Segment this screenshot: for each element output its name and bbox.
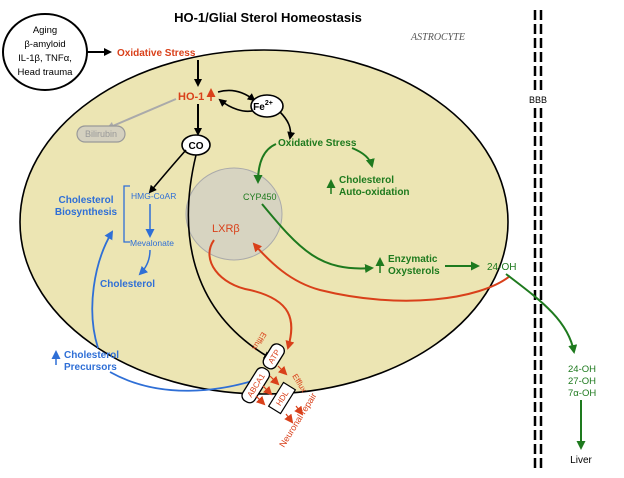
fe-circle <box>250 94 284 118</box>
oxidative-stress-mid: Oxidative Stress <box>278 138 357 149</box>
arrow-ho1-to-bilirubin <box>106 98 177 130</box>
autoox-line1: Cholesterol <box>339 175 394 186</box>
liver-oxysterol-24oh: 24-OH <box>568 364 596 375</box>
arrow-ho1-to-fe <box>217 89 256 102</box>
oxysterols-line2: Oxysterols <box>388 266 440 277</box>
arrow-co-to-atp <box>187 154 272 360</box>
oh24-label: 24-OH <box>487 262 516 273</box>
inducer-aging: Aging <box>33 25 57 36</box>
arrow-cyp450-to-oxysterols <box>261 203 374 274</box>
hmg-coar-label: HMG-CoAR <box>131 191 176 201</box>
arrow-precursors-to-abca1 <box>109 371 264 392</box>
precursors-line1: Cholesterol <box>64 350 119 361</box>
arrow-24oh-to-liver <box>505 273 578 354</box>
arrow-hdl-to-repair-1 <box>284 413 294 424</box>
er-compartment <box>185 167 283 261</box>
atp-box <box>262 343 285 370</box>
cyp450-label: CYP450 <box>243 192 277 202</box>
co-label: CO <box>189 141 204 152</box>
liver-label: Liver <box>570 455 592 466</box>
ho1-label: HO-1 <box>178 91 204 103</box>
inducer-head-trauma: Head trauma <box>18 67 74 78</box>
diagram-title: HO-1/Glial Sterol Homeostasis <box>174 10 362 25</box>
abca1-box <box>241 367 271 404</box>
efflux-arrow-1 <box>269 375 280 386</box>
bbb-label: BBB <box>529 95 547 105</box>
efflux-arrow-3 <box>277 365 288 376</box>
bilirubin-label: Bilirubin <box>85 129 117 139</box>
biosynthesis-line2: Biosynthesis <box>55 207 118 218</box>
inducer-amyloid: β-amyloid <box>24 39 65 50</box>
arrow-mevalonate-to-cholesterol <box>138 249 151 276</box>
arrow-lxr-to-atp <box>208 239 295 350</box>
arrow-co-to-hmg <box>148 149 187 194</box>
hdl-group: HDL <box>267 381 297 415</box>
oxidative-stress-top: Oxidative Stress <box>117 48 196 59</box>
biosynthesis-line1: Cholesterol <box>58 195 113 206</box>
arrow-precursors-to-biosynthesis <box>91 230 114 349</box>
oxysterols-line1: Enzymatic <box>388 254 438 265</box>
arrow-fe-to-ox-mid <box>279 111 296 140</box>
bilirubin-box <box>76 125 126 143</box>
astrocyte-label: ASTROCYTE <box>410 32 465 43</box>
hdl-box <box>267 381 297 415</box>
biosynthesis-bracket <box>123 185 130 243</box>
precursors-line2: Precursors <box>64 362 117 373</box>
arrow-24oh-to-lxr <box>252 242 511 302</box>
autoox-line2: Auto-oxidation <box>339 187 410 198</box>
efflux-arrow-4 <box>255 395 266 406</box>
lxr-label: LXRβ <box>212 223 240 235</box>
efflux-arrow-2 <box>262 385 273 396</box>
fe-label: Fe2+ <box>253 100 273 113</box>
bbb-label-bg <box>522 92 554 106</box>
arrow-hdl-to-repair-2 <box>294 405 304 416</box>
arrow-ox-to-cyp450 <box>253 143 277 184</box>
liver-oxysterol-7aoh: 7α-OH <box>568 388 596 399</box>
inducer-cytokines: IL-1β, TNFα, <box>18 53 72 64</box>
cholesterol-label: Cholesterol <box>100 279 155 290</box>
liver-oxysterol-27oh: 27-OH <box>568 376 596 387</box>
arrow-ox-to-autoox <box>351 147 375 168</box>
mevalonate-label: Mevalonate <box>130 238 174 248</box>
